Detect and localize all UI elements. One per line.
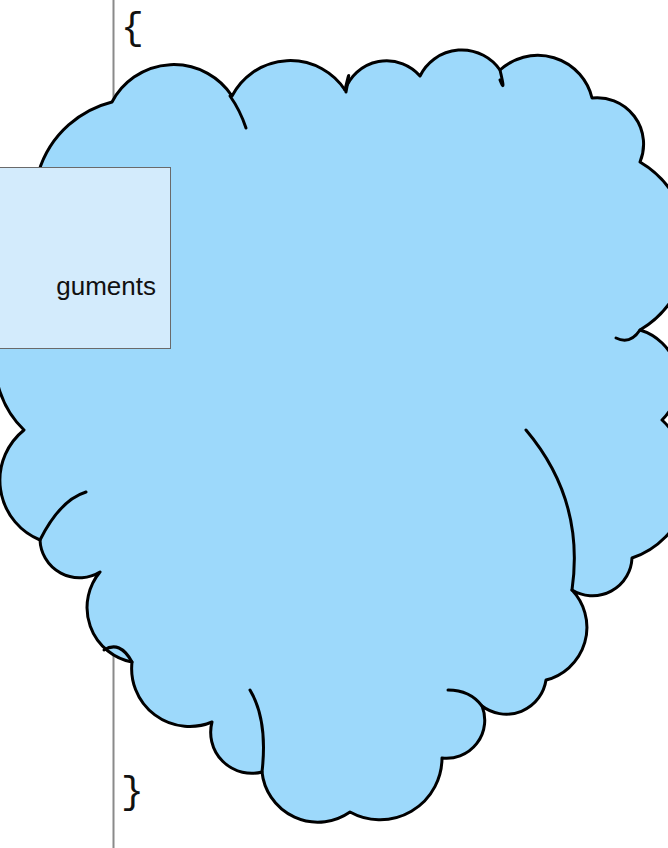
cloud-fold — [40, 492, 86, 540]
cloud-outline — [0, 50, 668, 822]
cloud-fold — [104, 647, 132, 662]
code-brace: } — [121, 774, 144, 812]
cloud-fold — [616, 330, 640, 340]
cloud-shape — [0, 50, 668, 822]
callout-box: guments — [0, 167, 171, 349]
cloud-fold — [345, 75, 349, 92]
cloud-fold — [448, 690, 482, 706]
cloud-fold — [230, 96, 246, 128]
callout-text: guments — [56, 271, 156, 302]
code-brace: { — [121, 10, 144, 48]
cloud-fold — [526, 430, 574, 590]
cloud-fold — [500, 70, 503, 86]
cloud-fold — [250, 690, 264, 772]
